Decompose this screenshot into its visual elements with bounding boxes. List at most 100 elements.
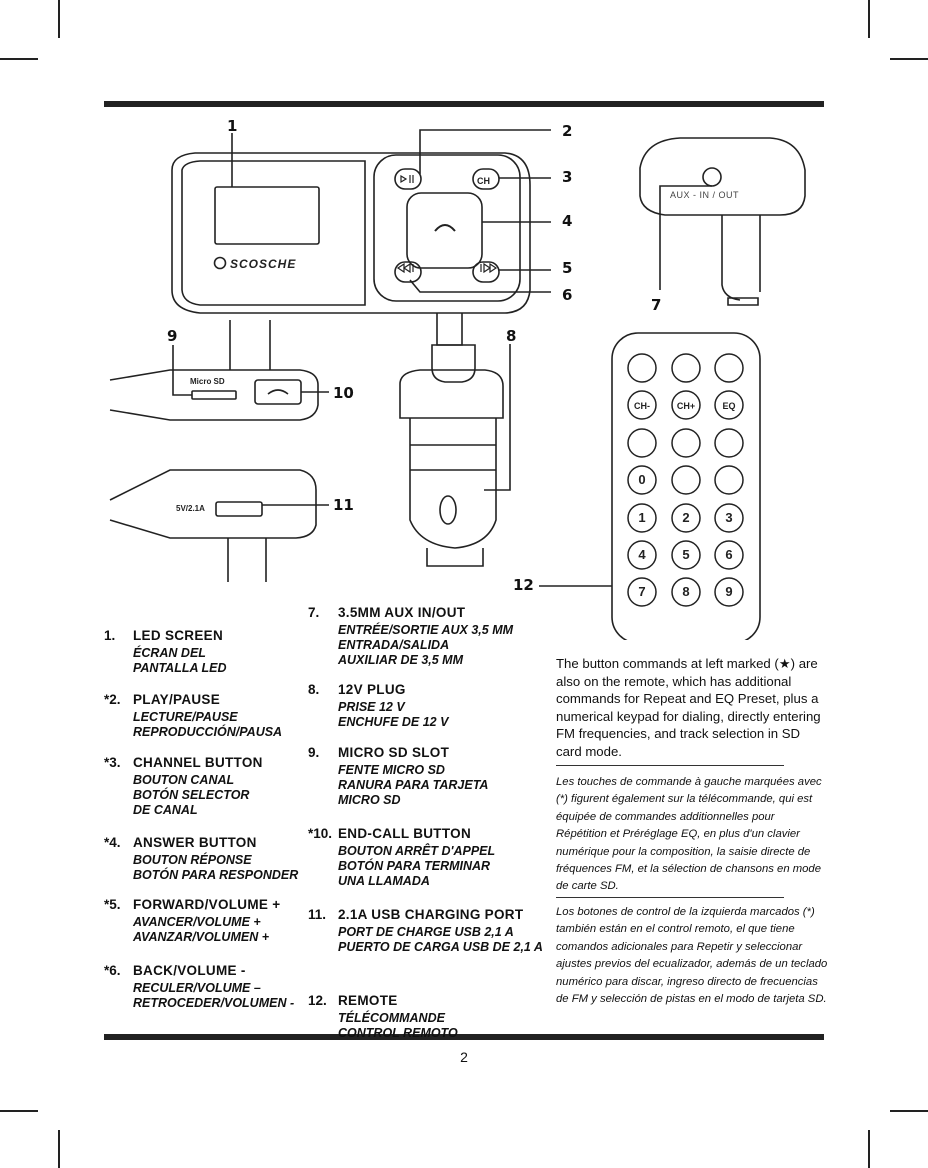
remote-button (627, 577, 657, 607)
part-name-translations: ENTRÉE/SORTIE AUX 3,5 MM ENTRADA/SALIDA … (338, 623, 514, 667)
part-name-translations: TÉLÉCOMMANDE CONTROL REMOTO (338, 1011, 458, 1040)
remote-button (714, 353, 744, 383)
part-item: *5.FORWARD/VOLUME +AVANCER/VOLUME + AVAN… (104, 897, 281, 945)
back-icon (396, 262, 414, 274)
aux-label: AUX - IN / OUT (670, 190, 739, 200)
callout-4: 4 (562, 212, 573, 230)
part-item: *6.BACK/VOLUME -RECULER/VOLUME – RETROCE… (104, 963, 295, 1011)
remote-button (671, 465, 701, 495)
part-name-english: 12V PLUG (338, 682, 406, 697)
part-name-translations: BOUTON CANAL BOTÓN SELECTOR DE CANAL (133, 773, 250, 817)
remote-button-label: 7 (638, 584, 645, 599)
led-screen (214, 186, 320, 245)
part-number: *4. (104, 835, 121, 850)
part-number: *6. (104, 963, 121, 978)
remote-button (714, 540, 744, 570)
part-item: *3. CHANNEL BUTTON BOUTON CANAL BOTÓN SELE… (104, 755, 263, 818)
part-name-english: END-CALL BUTTON (338, 826, 471, 841)
part-name-english: LED SCREEN (133, 628, 224, 643)
remote-button (627, 390, 657, 420)
top-rule (104, 101, 824, 107)
callout-8: 8 (506, 327, 517, 345)
callout-11: 11 (333, 496, 354, 514)
remote-button (627, 503, 657, 533)
aux-jack (702, 167, 722, 187)
remote-button (714, 390, 744, 420)
remote-button (671, 390, 701, 420)
part-name-english: MICRO SD SLOT (338, 745, 450, 760)
callout-7: 7 (651, 296, 662, 314)
ch-button (472, 168, 500, 190)
part-number: *10. (308, 826, 333, 841)
plug-tip (426, 548, 484, 567)
remote-button-label: 5 (682, 547, 689, 562)
device-body (171, 152, 531, 314)
note-french: Les touches de commande à gauche marquée… (556, 776, 822, 893)
remote-button (671, 577, 701, 607)
answer-button (406, 192, 483, 269)
remote-button-label: CH- (634, 401, 650, 411)
part-name-translations: AVANCER/VOLUME + AVANZAR/VOLUMEN + (133, 915, 269, 944)
part-name-translations: BOUTON ARRÊT D'APPEL BOTÓN PARA TERMINAR… (338, 844, 496, 888)
remote-button (671, 428, 701, 458)
part-name-translations: PORT DE CHARGE USB 2,1 A PUERTO DE CARGA… (338, 925, 543, 954)
remote-button-label: CH+ (677, 401, 695, 411)
ch-button-label: CH (477, 176, 490, 186)
divider (556, 897, 784, 898)
callout-6: 6 (562, 286, 573, 304)
sd-slot (191, 390, 237, 400)
remote-button (671, 540, 701, 570)
crop-mark (0, 1110, 38, 1112)
part-name-translations: BOUTON RÉPONSE BOTÓN PARA RESPONDER (133, 853, 299, 882)
usb-port (215, 501, 263, 517)
part-name-translations: RECULER/VOLUME – RETROCEDER/VOLUMEN - (133, 981, 295, 1010)
plug-head (431, 344, 476, 383)
callout-2: 2 (562, 122, 573, 140)
remote-button (671, 503, 701, 533)
divider (556, 765, 784, 766)
remote-button-label: 6 (725, 547, 732, 562)
remote-button (671, 353, 701, 383)
part-number: *2. (104, 692, 121, 707)
part-number: 7. (308, 605, 320, 620)
remote-button-label: 4 (638, 547, 646, 562)
part-name-english: FORWARD/VOLUME + (133, 897, 281, 912)
end-call-button (254, 379, 302, 405)
remote-button-label: 1 (638, 510, 645, 525)
cable-end (727, 297, 759, 306)
part-name-english: CHANNEL BUTTON (133, 755, 263, 770)
back-button (394, 261, 422, 283)
note-spanish: Los botones de control de la izquierda m… (556, 906, 828, 1006)
part-number: 1. (104, 628, 116, 643)
crop-mark (58, 0, 60, 38)
sd-detail (109, 369, 319, 421)
part-name-translations: ÉCRAN DEL PANTALLA LED (133, 646, 227, 675)
bottom-rule (104, 1034, 824, 1040)
part-name-english: 3.5MM AUX IN/OUT (338, 605, 466, 620)
part-name-translations: PRISE 12 V ENCHUFE DE 12 V (338, 700, 449, 729)
callout-10: 10 (333, 384, 354, 402)
callout-12: 12 (513, 576, 534, 594)
part-item: 7. 3.5MM AUX IN/OUT ENTRÉE/SORTIE AUX 3,5 … (308, 605, 514, 668)
crop-mark (868, 1130, 870, 1168)
part-name-english: ANSWER BUTTON (133, 835, 257, 850)
page-number: 2 (460, 1049, 468, 1065)
crop-mark (890, 1110, 928, 1112)
part-number: *3. (104, 755, 121, 770)
forward-icon (480, 262, 498, 274)
remote-button (627, 428, 657, 458)
device-neck (436, 313, 463, 346)
end-call-icon (267, 389, 289, 395)
callout-1: 1 (227, 117, 238, 135)
button-panel (373, 154, 521, 302)
remote-body (611, 332, 761, 640)
forward-button (472, 261, 500, 283)
remote-button-label: 9 (725, 584, 732, 599)
remote-button (627, 465, 657, 495)
remote-button (714, 503, 744, 533)
